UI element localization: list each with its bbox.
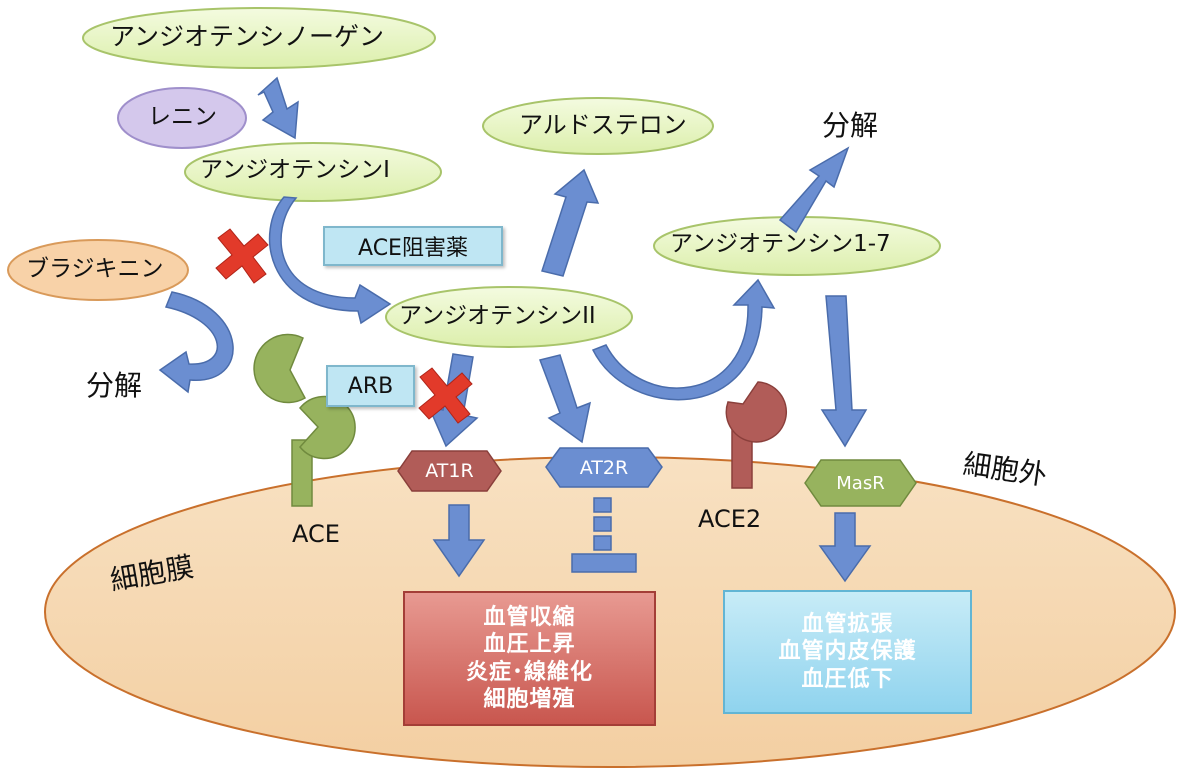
node-aldosterone-shape <box>482 97 714 155</box>
ace-enzyme-label: ACE <box>292 520 340 548</box>
block-marks <box>215 228 473 424</box>
effect-box-at1r-shape <box>403 591 656 726</box>
node-angiotensinogen-shape <box>82 7 436 69</box>
block-ace-x <box>215 228 269 284</box>
node-renin-shape <box>117 87 247 149</box>
node-angiotensin-1-shape <box>184 142 442 202</box>
degradation-left-label: 分解 <box>86 369 143 402</box>
arrow-ang1-to-ang2 <box>268 196 392 325</box>
node-angiotensinogen: アンジオテンシノーゲン <box>110 22 385 51</box>
node-angiotensin-2-shape <box>385 286 633 348</box>
arrow-ang17-to-degradation <box>778 146 850 234</box>
node-angiotensin-2: アンジオテンシンII <box>399 303 596 329</box>
at2r-inhibition-bar <box>571 497 637 573</box>
arrow-ang17-to-masr <box>820 295 868 448</box>
effect-at1r-item: 炎症･線維化 <box>465 659 593 685</box>
at1r-receptor-label: AT1R <box>425 460 474 482</box>
node-bradykinin: ブラジキニン <box>26 256 164 282</box>
node-bradykinin-shape <box>7 239 189 301</box>
arrow-bradykinin-to-degradation <box>158 291 234 394</box>
effect-at1r-item: 血圧上昇 <box>483 632 576 657</box>
arrow-masr-to-effect <box>818 512 872 583</box>
effect-at1r-item: 血管収縮 <box>483 604 576 630</box>
degradation-right-label: 分解 <box>822 109 879 142</box>
at2r-receptor-shape <box>545 447 663 488</box>
masr-receptor-label: MasR <box>836 472 885 494</box>
node-aldosterone: アルドステロン <box>519 111 687 139</box>
ace-enzyme-shape <box>253 333 356 507</box>
at1r-receptor-shape <box>397 450 502 492</box>
effect-at1r-item: 細胞増殖 <box>483 687 576 712</box>
masr-receptor-shape <box>804 459 917 507</box>
node-renin: レニン <box>148 104 217 130</box>
ace2-enzyme-shape <box>725 381 788 489</box>
effect-box-at1r: 血管収縮 血圧上昇 炎症･線維化 細胞増殖 <box>404 592 655 725</box>
arrow-ang2-to-aldosterone <box>541 168 600 277</box>
ace-inhibitor-label: ACE阻害薬 <box>323 226 503 266</box>
arrow-ang2-to-ang17 <box>591 278 776 401</box>
block-at1r-x <box>418 367 473 424</box>
arb-label: ARB <box>326 365 415 407</box>
effect-masr-item: 血管内皮保護 <box>778 639 917 665</box>
effect-box-masr-shape <box>723 590 972 714</box>
ace2-enzyme-label: ACE2 <box>698 505 762 533</box>
effect-masr-item: 血圧低下 <box>801 666 894 692</box>
arrow-ang2-to-at2r <box>539 354 592 444</box>
arrow-angiotensinogen-to-ang1 <box>257 76 299 140</box>
node-angiotensin-1: アンジオテンシンI <box>200 157 390 183</box>
node-angiotensin-1-7: アンジオテンシン1-7 <box>670 231 891 257</box>
effect-box-masr: 血管拡張 血管内皮保護 血圧低下 <box>724 591 971 713</box>
effect-masr-item: 血管拡張 <box>801 611 894 637</box>
arrow-at1r-to-effect <box>432 504 486 578</box>
at2r-receptor-label: AT2R <box>579 456 629 479</box>
